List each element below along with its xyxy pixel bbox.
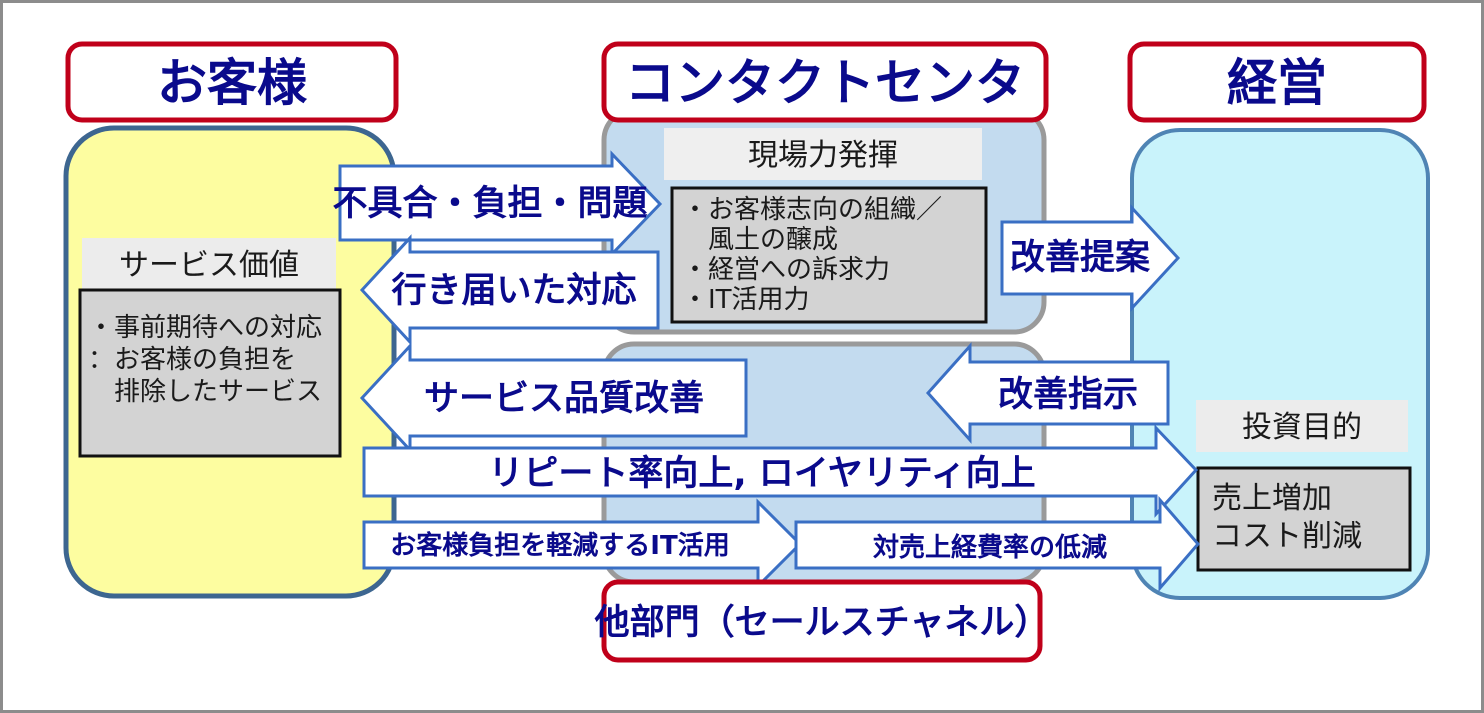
contact-center-header [601,41,1049,123]
contact-center-header-title: コンタクトセンタ [625,54,1025,112]
arrow-repeat-loyalty-label: リピート率向上, ロイヤリティ向上 [488,454,1035,494]
contact-item-3: ・経営への訴求力 [682,255,890,285]
arrow-improve-proposal-label: 改善提案 [1010,238,1151,278]
arrow-improve-instruction-label: 改善指示 [998,375,1138,415]
arrow-it-usage-label: お客様負担を軽減するIT活用 [390,530,729,561]
management-header [1127,41,1427,123]
contact-panel-label: 現場力発揮 [748,138,898,173]
management-panel-label: 投資目的 [1242,410,1362,445]
customer-item-2: ：お客様の負担を [88,345,296,375]
customer-header [65,41,399,123]
arrow-problems-label: 不具合・負担・問題 [332,184,647,224]
contact-item-4: ・IT活用力 [682,285,810,315]
arrow-service-quality [359,342,748,454]
contact-strength-box [670,186,988,324]
arrow-service-quality-label: サービス品質改善 [424,379,704,419]
management-header-title: 経営 [1227,54,1327,112]
customer-header-title: お客様 [157,54,308,112]
investment-item-1: 売上増加 [1212,481,1332,516]
investment-item-2: コスト削減 [1212,519,1362,554]
customer-item-3: 排除したサービス [88,377,322,407]
arrow-cost-ratio-label: 対売上経費率の低減 [873,532,1107,563]
arrow-improve-instruction [925,342,1170,444]
arrow-it-usage [362,498,803,590]
management-label-strip [1196,400,1408,452]
investment-purpose-box [1196,466,1412,572]
arrow-cost-ratio [794,495,1200,593]
customer-value-box [78,288,342,458]
arrow-improve-proposal [1000,204,1181,312]
other-dept-header [601,579,1043,663]
contact-item-1: ・お客様志向の組織／ [682,195,942,225]
customer-panel-label: サービス価値 [119,248,299,283]
customer-item-1: ・事前期待への対応 [88,313,322,343]
contact-label-strip [664,128,982,180]
arrow-attentive-label: 行き届いた対応 [391,271,636,311]
arrow-problems [338,150,663,258]
contact-item-2: 風土の醸成 [682,225,838,255]
other-dept-header-title: 他部門（セールスチャネル） [594,603,1050,643]
arrow-attentive [359,234,660,346]
arrow-repeat-loyalty [362,424,1199,518]
customer-label-strip [82,238,336,290]
